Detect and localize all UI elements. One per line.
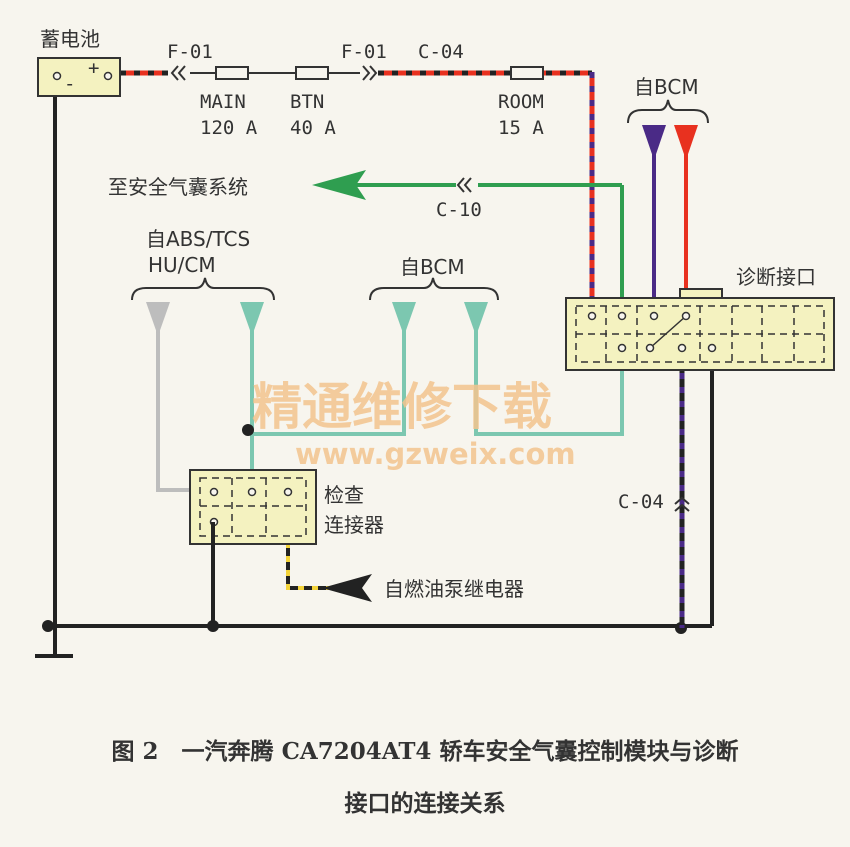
diagnostic-connector (565, 288, 835, 371)
figure-caption: 图 2 一汽奔腾 CA7204AT4 轿车安全气囊控制模块与诊断 (111, 738, 739, 765)
battery-minus-label: - (64, 73, 75, 95)
battery-label: 蓄电池 (40, 27, 100, 51)
room-fuse (510, 66, 544, 80)
watermark-text: 精通维修下载 (252, 378, 552, 436)
btn-fuse (295, 66, 329, 80)
fuel-pump-label: 自燃油泵继电器 (384, 577, 524, 601)
fuel-pump-arrow (322, 574, 372, 602)
from-bcm-brace (627, 99, 709, 124)
c10-chevrons (456, 177, 472, 193)
main-fuse-name: MAIN (200, 91, 246, 113)
from-bcm-mid-label: 自BCM (400, 255, 465, 279)
airbag-signal-wire (356, 183, 624, 312)
bcm-mid-brace (369, 277, 499, 301)
teal-arrow (240, 302, 264, 336)
from-abs-label: 自ABS/TCS (146, 227, 250, 251)
battery-minus-terminal (52, 71, 62, 81)
to-airbag-label: 至安全气囊系统 (108, 175, 248, 199)
airbag-arrow (312, 170, 366, 200)
teal-wires (250, 325, 624, 478)
check-connector-label-2: 连接器 (324, 513, 384, 537)
connector-chevrons (170, 65, 378, 81)
check-connector (189, 469, 317, 545)
c10-label: C-10 (436, 199, 482, 221)
f01-label: F-01 (341, 41, 387, 63)
gray-wire (156, 325, 205, 492)
room-fuse-rating: 15 A (498, 117, 544, 139)
abs-brace (131, 277, 275, 301)
battery-plus-label: + (88, 57, 99, 79)
teal-arrow (392, 302, 416, 336)
btn-fuse-name: BTN (290, 91, 324, 113)
diagnostic-connector-label: 诊断接口 (736, 265, 816, 289)
power-feed-wire (120, 70, 595, 312)
junction-dot (242, 424, 254, 436)
room-fuse-name: ROOM (498, 91, 544, 113)
teal-arrow (464, 302, 488, 336)
main-fuse (215, 66, 249, 80)
gray-arrow (146, 302, 170, 336)
red-wire-arrow (674, 125, 698, 160)
f01-label: F-01 (167, 41, 213, 63)
c04-right-label: C-04 (618, 491, 664, 513)
from-bcm-top-label: 自BCM (634, 75, 699, 99)
ground-junction (42, 620, 54, 632)
figure-caption-line2: 接口的连接关系 (344, 790, 506, 817)
btn-fuse-rating: 40 A (290, 117, 336, 139)
c04-chevrons (674, 496, 690, 512)
from-abs-label-2: HU/CM (148, 253, 216, 277)
c04-label: C-04 (418, 41, 464, 63)
main-fuse-rating: 120 A (200, 117, 258, 139)
battery-plus-terminal (103, 71, 113, 81)
check-connector-label: 检查 (324, 483, 364, 507)
watermark-url: www.gzweix.com (295, 437, 576, 471)
purple-wire-arrow (642, 125, 666, 160)
